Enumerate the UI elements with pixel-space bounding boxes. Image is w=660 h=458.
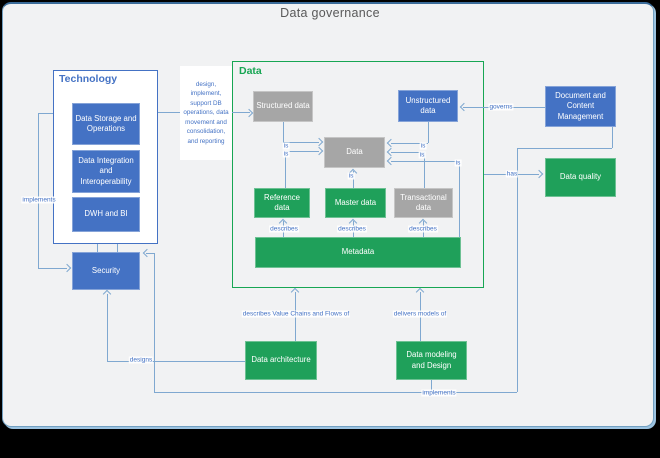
- node-master-data: Master data: [325, 188, 386, 218]
- node-security: Security: [72, 252, 140, 290]
- node-dcm-label: Document and Content Management: [555, 91, 606, 121]
- technology-container-label: Technology: [59, 73, 118, 85]
- connector-designs-v: [107, 294, 109, 361]
- connector-dcm-down-h1: [517, 148, 612, 150]
- data-container-label: Data: [239, 65, 262, 77]
- node-data-integration-label: Data Integration and Interoperability: [78, 156, 134, 186]
- node-data-label: Data: [346, 147, 363, 157]
- connector-reference-data-v: [285, 151, 287, 188]
- connector-structured-data-v: [283, 122, 285, 142]
- edge-label-is-metadata: is: [454, 159, 462, 167]
- node-metadata: Metadata: [255, 237, 461, 268]
- connector-designs-h: [107, 361, 245, 363]
- connector-implements-bottom-v: [154, 253, 156, 392]
- edge-label-is-transactional: is: [418, 151, 426, 159]
- node-structured-data: Structured data: [253, 91, 313, 122]
- connector-implements-left-h2: [38, 268, 67, 270]
- node-unstructured-data: Unstructured data: [398, 90, 458, 122]
- node-unstructured-data-label: Unstructured data: [405, 95, 451, 115]
- diagram-title: Data governance: [280, 6, 380, 20]
- data-container: [232, 61, 484, 288]
- connector-tech-security-notch-right: [117, 244, 119, 252]
- connector-dcm-down-v1: [612, 127, 614, 148]
- connector-metadata-data-v: [459, 161, 461, 237]
- edge-label-describes-master: describes: [337, 225, 367, 233]
- connector-tech-security-notch-left: [97, 244, 99, 252]
- node-data-modeling-label: Data modeling and Design: [406, 350, 457, 370]
- connector-unstructured-data-v: [428, 122, 430, 143]
- node-data-architecture-label: Data architecture: [251, 355, 311, 365]
- node-dwh-bi: DWH and BI: [72, 197, 140, 232]
- connector-structured-data-h: [283, 142, 319, 144]
- node-data-storage: Data Storage and Operations: [72, 103, 140, 145]
- node-data-quality: Data quality: [545, 158, 616, 197]
- connector-implements-bottom-h: [154, 392, 517, 394]
- node-document-content-management: Document and Content Management: [545, 86, 616, 127]
- edge-label-design-support: design, implement, support DB operations…: [180, 66, 232, 160]
- edge-label-is-reference: is: [282, 150, 290, 158]
- node-data-quality-label: Data quality: [559, 172, 602, 182]
- edge-label-is-unstructured: is: [419, 142, 427, 150]
- connector-transactional-data-v: [424, 152, 426, 188]
- connector-data-modeling-stub-v: [431, 380, 433, 392]
- connector-dcm-down-v2: [517, 148, 519, 392]
- edge-label-implements-left: implements: [21, 196, 57, 204]
- node-transactional-data: Transactional data: [394, 188, 453, 218]
- node-master-data-label: Master data: [334, 197, 377, 207]
- connector-implements-security-h: [146, 253, 154, 255]
- edge-label-governs: governs: [488, 103, 514, 111]
- node-metadata-label: Metadata: [341, 247, 375, 257]
- connector-master-data-v: [353, 171, 355, 188]
- node-data-storage-label: Data Storage and Operations: [75, 113, 137, 133]
- connector-implements-left-h1: [38, 113, 53, 115]
- node-data-modeling: Data modeling and Design: [396, 341, 467, 380]
- edge-label-implements-bottom: implements: [421, 389, 457, 397]
- node-dwh-bi-label: DWH and BI: [84, 209, 128, 219]
- edge-label-designs: designs: [128, 356, 154, 364]
- connector-unstructured-data-h: [391, 143, 428, 145]
- connector-metadata-data-h: [391, 161, 459, 163]
- connector-implements-left-v: [38, 113, 40, 268]
- connector-transactional-data-h: [391, 152, 424, 154]
- edge-label-has: has: [505, 170, 519, 178]
- node-transactional-data-label: Transactional data: [400, 192, 447, 212]
- edge-label-describes-transactional: describes: [408, 225, 438, 233]
- node-reference-data-label: Reference data: [264, 192, 300, 212]
- edge-label-describes-value-chains: describes Value Chains and Flows of: [241, 310, 351, 318]
- edge-label-describes-reference: describes: [269, 225, 299, 233]
- node-security-label: Security: [91, 265, 121, 275]
- node-data-integration: Data Integration and Interoperability: [72, 150, 140, 193]
- node-reference-data: Reference data: [254, 188, 310, 218]
- node-data-architecture: Data architecture: [245, 341, 317, 380]
- edge-label-delivers-models: delivers models of: [392, 310, 448, 318]
- edge-label-is-structured: is: [282, 142, 290, 150]
- node-data: Data: [324, 137, 385, 168]
- node-structured-data-label: Structured data: [256, 101, 310, 111]
- connector-reference-data-h: [285, 151, 319, 153]
- edge-label-is-master: is: [347, 172, 355, 180]
